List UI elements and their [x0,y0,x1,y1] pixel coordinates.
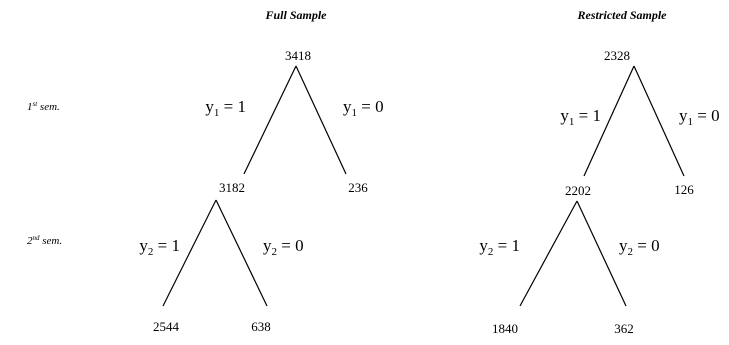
restricted-root-node: 2328 [604,48,630,63]
restricted-edge-label-y1-1: y1 = 1 [560,106,601,128]
restricted-edge-label-y1-0: y1 = 0 [679,106,720,128]
full-leaf-right: 638 [251,319,271,334]
full-root-node: 3418 [285,48,311,63]
full-branch-root-left [243,65,297,175]
full-node-left: 3182 [219,180,245,195]
full-leaf-left: 2544 [153,319,180,334]
full-branch-root-right [295,65,347,175]
tree-restricted-sample: 2328 y1 = 1 y1 = 0 2202 126 y2 = 1 y2 = … [479,48,719,336]
full-branch-mid-right [215,199,268,307]
panel-title-full-sample: Full Sample [264,8,327,22]
restricted-leaf-right: 362 [614,321,634,336]
row-label-first-semester: 1st sem. [27,100,60,113]
tree-full-sample: 3418 y1 = 1 y1 = 0 3182 236 y2 = 1 y2 = … [139,48,383,334]
full-edge-label-y1-1: y1 = 1 [205,97,246,119]
restricted-node-right: 126 [674,182,694,197]
panel-title-restricted-sample: Restricted Sample [577,8,668,22]
full-branch-mid-left [162,199,217,307]
restricted-branch-mid-right [576,200,627,307]
restricted-edge-label-y2-0: y2 = 0 [619,236,660,258]
full-edge-label-y2-0: y2 = 0 [263,236,304,258]
restricted-branch-mid-left [519,200,578,307]
full-edge-label-y2-1: y2 = 1 [139,236,180,258]
restricted-branch-root-left [583,65,635,177]
restricted-branch-root-right [633,65,685,177]
full-node-right: 236 [348,180,368,195]
restricted-node-left: 2202 [565,183,591,198]
restricted-edge-label-y2-1: y2 = 1 [479,236,520,258]
full-edge-label-y1-0: y1 = 0 [343,97,384,119]
row-label-second-semester: 2nd sem. [27,234,62,247]
restricted-leaf-left: 1840 [492,321,518,336]
